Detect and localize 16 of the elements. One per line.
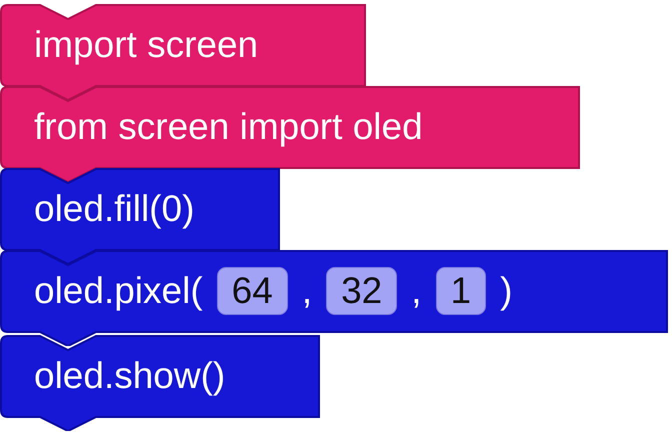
code-text: from screen import oled bbox=[34, 106, 423, 148]
number-input: 32 bbox=[326, 267, 398, 315]
number-input: 1 bbox=[436, 267, 486, 315]
number-input: 64 bbox=[216, 267, 288, 315]
code-block bbox=[0, 335, 320, 431]
code-text: , bbox=[411, 270, 422, 312]
code-block bbox=[0, 168, 280, 264]
code-text: oled.show() bbox=[34, 355, 226, 397]
code-text: oled.pixel( bbox=[34, 270, 203, 312]
code-block bbox=[0, 86, 580, 182]
code-block bbox=[0, 4, 366, 100]
code-block bbox=[0, 250, 668, 346]
code-text: oled.fill(0) bbox=[34, 188, 194, 230]
code-text: ) bbox=[500, 270, 512, 312]
code-text: , bbox=[302, 270, 312, 312]
code-text: import screen bbox=[34, 24, 258, 66]
